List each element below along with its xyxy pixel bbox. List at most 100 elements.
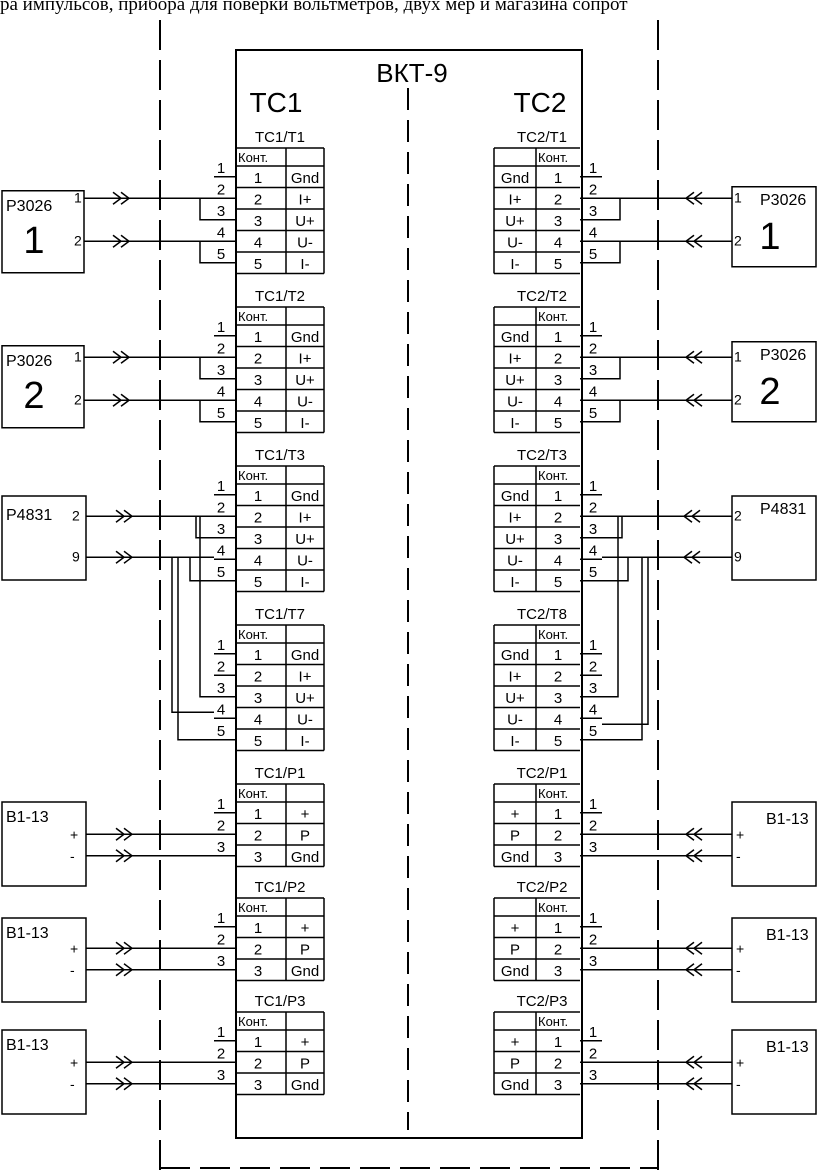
device-name: В1-13 — [6, 925, 49, 942]
wire-number: 4 — [589, 542, 597, 559]
pin-label: U+ — [505, 372, 525, 389]
wire-number: 2 — [217, 817, 225, 834]
jumper-wire — [602, 400, 621, 423]
device-number: 2 — [23, 375, 44, 417]
pin-label: + — [301, 1034, 310, 1051]
device-p4831-left — [1, 495, 87, 581]
device-pin-label: - — [736, 962, 741, 978]
jumper-wire — [602, 516, 619, 698]
pin-label: Gnd — [501, 849, 529, 866]
device-pin-label: + — [70, 940, 78, 956]
pin-label: U+ — [505, 531, 525, 548]
device-b113-right — [731, 1029, 817, 1115]
col-header-label: Конт. — [538, 1014, 568, 1029]
pin-label: I+ — [299, 191, 312, 208]
pin-number: 1 — [554, 920, 562, 937]
pin-number: 3 — [554, 213, 562, 230]
device-name: В1-13 — [766, 811, 809, 828]
wire-number: 5 — [217, 405, 225, 422]
pin-label: U- — [507, 393, 523, 410]
connector-title: ТС1/Р2 — [255, 879, 306, 896]
device-number: 1 — [759, 216, 780, 258]
device-pin-label: + — [736, 940, 744, 956]
connector-title: ТС1/Т3 — [255, 447, 305, 464]
wire-number: 3 — [217, 680, 225, 697]
pin-number: 1 — [554, 806, 562, 823]
wire-number: 2 — [217, 181, 225, 198]
jumper-wire — [602, 516, 623, 539]
pin-label: + — [301, 920, 310, 937]
pin-label: Gnd — [291, 488, 319, 505]
pin-label: Gnd — [291, 647, 319, 664]
wire-number: 2 — [217, 931, 225, 948]
wire-number: 2 — [589, 931, 597, 948]
device-name: Р3026 — [6, 353, 52, 370]
pin-label: U- — [507, 711, 523, 728]
device-pin-label: 2 — [734, 232, 742, 248]
pin-label: P — [510, 1055, 520, 1072]
double-arrow-icon — [684, 849, 703, 863]
pin-number: 2 — [554, 509, 562, 526]
wire-number: 2 — [589, 817, 597, 834]
wire-number: 4 — [217, 701, 225, 718]
wire-number: 1 — [589, 160, 597, 177]
double-arrow-icon — [115, 550, 134, 564]
jumper-wire — [602, 557, 643, 741]
wire-number: 4 — [589, 383, 597, 400]
device-pin-label: - — [736, 1076, 741, 1092]
wire-number: 5 — [217, 723, 225, 740]
wire-number: 5 — [217, 246, 225, 263]
jumper-wire — [199, 516, 214, 698]
device-p3026-left — [1, 190, 85, 274]
pin-number: 5 — [554, 415, 562, 432]
device-b113-left — [1, 917, 87, 1003]
device-pin-label: 1 — [734, 348, 742, 364]
pin-label: Gnd — [501, 170, 529, 187]
pin-label: I+ — [509, 191, 522, 208]
pin-number: 2 — [554, 827, 562, 844]
col-header-label: Конт. — [538, 150, 568, 165]
pin-label: U- — [297, 234, 313, 251]
wire-number: 3 — [589, 680, 597, 697]
wire-number: 1 — [217, 637, 225, 654]
wire-number: 3 — [589, 953, 597, 970]
jumper-wire — [199, 357, 214, 380]
double-arrow-icon — [684, 941, 703, 955]
double-arrow-icon — [115, 827, 134, 841]
wire-number: 3 — [217, 521, 225, 538]
device-pin-label: 2 — [734, 391, 742, 407]
wire-number: 2 — [589, 499, 597, 516]
pin-label: I+ — [509, 509, 522, 526]
block-title: ВКТ-9 — [376, 58, 448, 88]
pin-number: 1 — [554, 1034, 562, 1051]
wire-number: 5 — [217, 564, 225, 581]
jumper-wire — [171, 557, 214, 713]
wire-number: 3 — [589, 1067, 597, 1084]
pin-label: U- — [507, 234, 523, 251]
device-pin-label: 1 — [74, 189, 82, 205]
device-p4831-right — [731, 495, 817, 581]
device-b113-right — [731, 917, 817, 1003]
connector-title: ТС2/Р2 — [517, 879, 568, 896]
pin-label: + — [511, 920, 520, 937]
pin-label: I- — [510, 256, 519, 273]
pin-label: Gnd — [501, 488, 529, 505]
jumper-wire — [189, 557, 214, 582]
pin-label: P — [300, 827, 310, 844]
wire-number: 3 — [589, 362, 597, 379]
pin-label: I- — [300, 256, 309, 273]
col-header-label: Конт. — [238, 786, 268, 801]
device-pin-label: 1 — [734, 189, 742, 205]
pin-number: 5 — [254, 415, 262, 432]
pin-label: Gnd — [291, 849, 319, 866]
pin-label: U+ — [295, 372, 315, 389]
pin-label: I- — [300, 415, 309, 432]
col-header-label: Конт. — [238, 468, 268, 483]
col-header-label: Конт. — [238, 1014, 268, 1029]
pin-label: I+ — [509, 668, 522, 685]
wire-number: 1 — [217, 160, 225, 177]
pin-number: 2 — [254, 827, 262, 844]
pin-label: I+ — [299, 509, 312, 526]
jumper-wire — [602, 357, 621, 380]
